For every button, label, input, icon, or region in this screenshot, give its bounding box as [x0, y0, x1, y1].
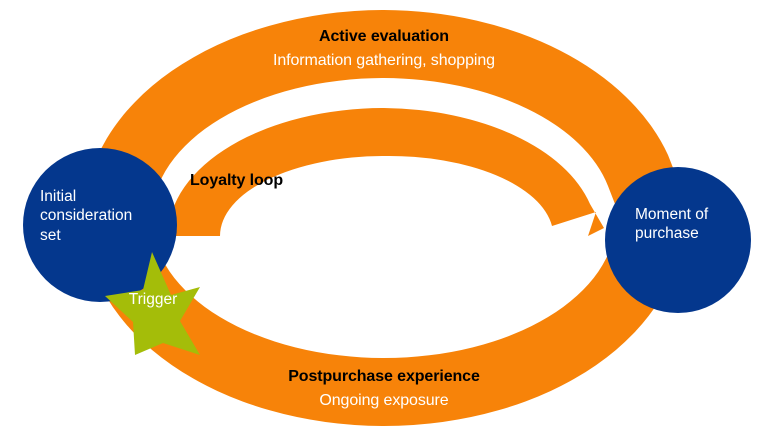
label-postpurchase-experience-subtitle: Ongoing exposure	[319, 392, 449, 409]
trigger-star-label: Trigger	[128, 291, 178, 308]
label-postpurchase-experience-title: Postpurchase experience	[288, 368, 480, 385]
inner-ring-group	[168, 108, 604, 236]
node-initial-consideration-set[interactable]	[23, 148, 177, 302]
label-active-evaluation-subtitle: Information gathering, shopping	[273, 52, 495, 69]
node-label-initial-consideration-set: Initial consideration set	[40, 188, 133, 244]
node-moment-of-purchase[interactable]	[605, 167, 751, 313]
label-loyalty-loop-title: Loyalty loop	[190, 172, 284, 189]
arc-postpurchase-experience	[84, 218, 684, 426]
arc-active-evaluation	[84, 10, 684, 222]
arc-loyalty-loop	[168, 108, 604, 236]
outer-ring-group	[84, 10, 684, 426]
trigger-star-shape[interactable]	[105, 252, 200, 355]
label-active-evaluation-title: Active evaluation	[319, 28, 449, 45]
node-label-moment-of-purchase: Moment of purchase	[635, 206, 709, 243]
